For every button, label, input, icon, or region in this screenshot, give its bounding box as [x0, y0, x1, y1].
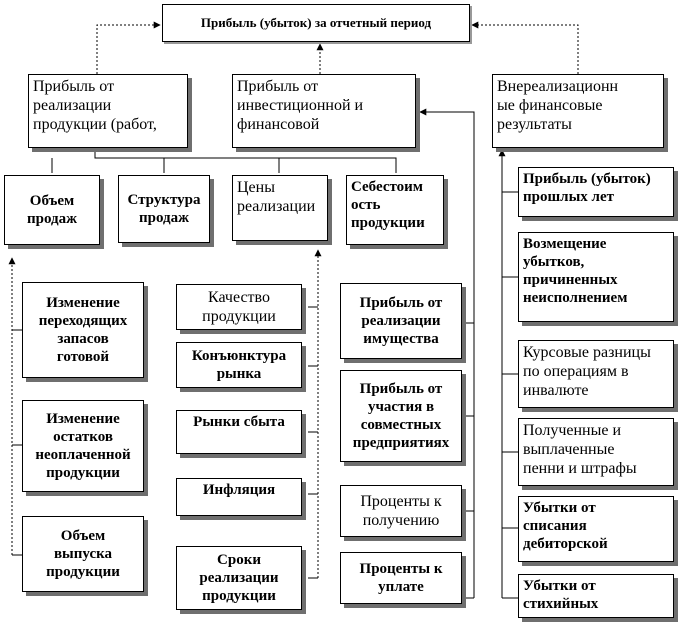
nonop-item-5-box: Убытки от списания дебиторской [518, 496, 674, 562]
volume-factor-1-box: Изменение переходящих запасов готовой [22, 282, 144, 378]
nonop-item-6-box: Убытки от стихийных [518, 574, 674, 618]
nonop-item-6-label: Убытки от стихийных [523, 578, 599, 612]
nonop-item-1-box: Прибыль (убыток) прошлых лет [518, 167, 674, 217]
nonop-item-2-box: Возмещение убытков, причиненных неисполн… [518, 232, 674, 322]
price-factor-2-label: Конъюнктура рынка [191, 348, 287, 382]
investment-item-4-label: Проценты к уплате [359, 561, 443, 595]
nonop-item-4-label: Полученные и выплаченные пенни и штрафы [523, 422, 637, 477]
factor-cost-box: Себестоим ость продукции [346, 175, 444, 245]
sales-profit-box: Прибыль от реализации продукции (работ, [28, 74, 188, 148]
connector-nonop-to-title [471, 21, 579, 74]
investment-item-3-label: Проценты к получению [360, 493, 442, 529]
nonop-item-4-box: Полученные и выплаченные пенни и штрафы [518, 418, 674, 486]
investment-item-2-box: Прибыль от участия в совместных предприя… [340, 370, 462, 462]
investment-item-1-box: Прибыль от реализации имущества [340, 283, 462, 359]
investment-item-2-label: Прибыль от участия в совместных предприя… [352, 381, 450, 451]
factor-price-box: Цены реализации [232, 175, 328, 241]
volume-factor-3-label: Объем выпуска продукции [46, 528, 120, 580]
price-factor-4-box: Инфляция [176, 478, 302, 516]
nonop-item-3-box: Курсовые разницы по операциям в инвалюте [518, 340, 674, 408]
price-factor-1-box: Качество продукции [176, 284, 302, 330]
price-factor-5-box: Сроки реализации продукции [176, 546, 302, 610]
volume-factor-1-label: Изменение переходящих запасов готовой [38, 295, 128, 365]
volume-factor-2-label: Изменение остатков неоплаченной продукци… [35, 411, 131, 481]
nonop-item-2-label: Возмещение убытков, причиненных неисполн… [523, 236, 628, 306]
factor-cost-label: Себестоим ость продукции [351, 179, 425, 231]
sales-profit-label: Прибыль от реализации продукции (работ, [33, 78, 157, 133]
factor-price-label: Цены реализации [237, 179, 316, 215]
connector-sales-to-title [96, 21, 161, 74]
connector-sales-factors-bus [94, 148, 397, 173]
nonop-item-5-label: Убытки от списания дебиторской [523, 500, 608, 552]
nonoperating-results-label: Внереализационн ые финансовые результаты [497, 78, 619, 133]
investment-item-3-box: Проценты к получению [340, 485, 462, 537]
factor-structure-label: Структура продаж [127, 192, 201, 226]
price-factor-2-box: Конъюнктура рынка [176, 342, 302, 388]
price-factor-5-label: Сроки реализации продукции [199, 552, 279, 604]
diagram-title: Прибыль (убыток) за отчетный период [200, 15, 432, 30]
investment-item-4-box: Проценты к уплате [340, 552, 462, 604]
price-factor-3-label: Рынки сбыта [193, 414, 285, 430]
price-factor-3-box: Рынки сбыта [176, 410, 302, 454]
investment-profit-box: Прибыль от инвестиционной и финансовой [232, 74, 416, 148]
nonop-item-3-label: Курсовые разницы по операциям в инвалюте [523, 344, 651, 399]
investment-profit-label: Прибыль от инвестиционной и финансовой [237, 78, 364, 133]
connector-investment-arrow [419, 108, 475, 598]
volume-factor-3-box: Объем выпуска продукции [22, 516, 144, 592]
factor-volume-label: Объем продаж [26, 193, 78, 227]
investment-item-1-label: Прибыль от реализации имущества [359, 295, 443, 347]
nonop-item-1-label: Прибыль (убыток) прошлых лет [523, 171, 651, 205]
volume-factor-2-box: Изменение остатков неоплаченной продукци… [22, 400, 144, 492]
nonoperating-results-box: Внереализационн ые финансовые результаты [492, 74, 664, 148]
title-box: Прибыль (убыток) за отчетный период [162, 4, 470, 42]
factor-volume-box: Объем продаж [4, 175, 100, 245]
price-factor-4-label: Инфляция [202, 482, 276, 498]
factor-structure-box: Структура продаж [118, 175, 210, 243]
price-factor-1-label: Качество продукции [202, 289, 276, 325]
